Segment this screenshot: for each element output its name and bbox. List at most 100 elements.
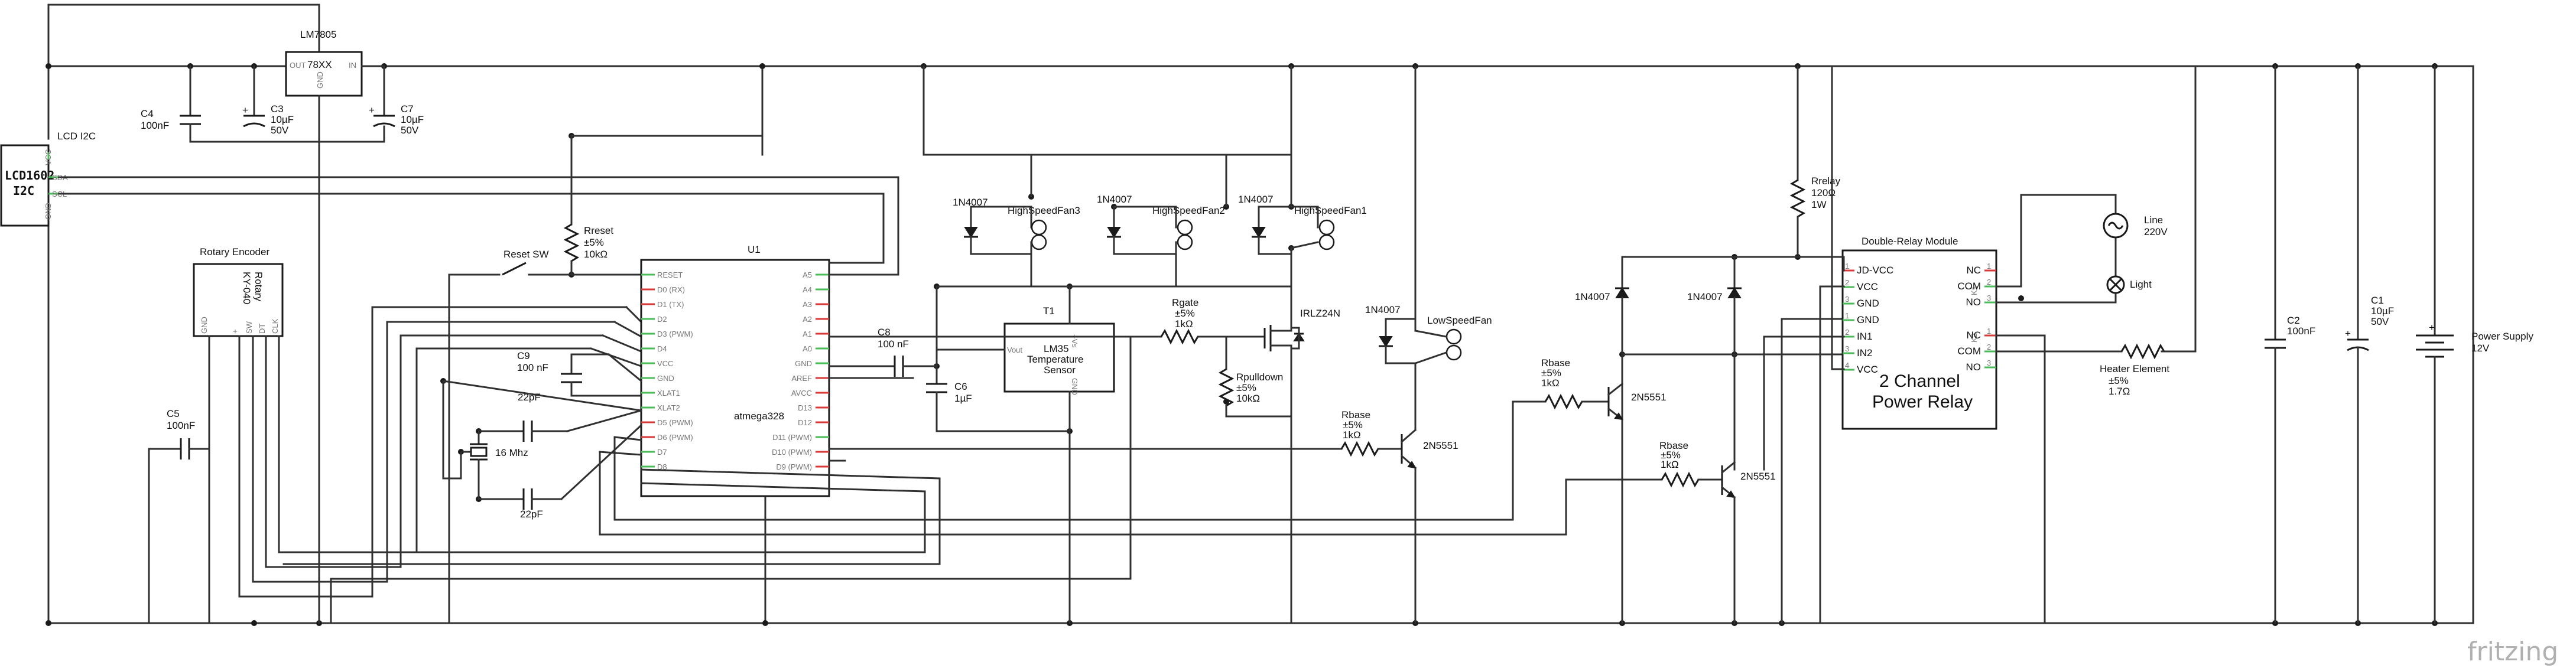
mcu-pin-left-label: D2 xyxy=(657,315,667,324)
relay-line1: 2 Channel xyxy=(1879,372,1960,391)
rbase1-tol: ±5% xyxy=(1343,419,1363,431)
mcu-name: atmega328 xyxy=(734,410,784,422)
rotary-pin-gnd: GND xyxy=(200,317,209,334)
mcu-pin-right: A3 xyxy=(803,300,829,309)
q1-name: 2N5551 xyxy=(1423,440,1458,451)
relay-pin-right-label: NO xyxy=(1966,296,1981,308)
c9-ref: C9 xyxy=(517,350,530,361)
transistor-q3: 2N5551 xyxy=(1720,353,1776,624)
relay-pin-left: 1 GND xyxy=(1843,311,1879,325)
mcu-pin-left: RESET xyxy=(641,271,683,279)
mcu-pin-right: D12 xyxy=(798,418,829,427)
mcu-pin-left-label: D1 (TX) xyxy=(657,300,684,309)
relay-pin-right-number: 2 xyxy=(1987,278,1991,286)
c8-ref: C8 xyxy=(878,327,891,338)
heater-label: Heater Element xyxy=(2100,363,2169,374)
regulator-pin-in: IN xyxy=(349,61,356,70)
regulator-pin-gnd: GND xyxy=(316,71,324,89)
relay-pin-right-label: COM xyxy=(1957,281,1981,292)
resistor-rrelay: Rrelay 120Ω 1W xyxy=(1789,65,1841,258)
mcu-pin-right-label: A4 xyxy=(803,285,812,294)
c3-voltage: 50V xyxy=(271,125,289,136)
capacitor-22pf-bottom: 22pF xyxy=(442,380,643,520)
transistor-q2: 2N5551 xyxy=(1607,353,1845,421)
relay-pin-left-number: 3 xyxy=(1845,295,1849,304)
mcu-pin-right: A1 xyxy=(803,330,829,338)
rgate-ref: Rgate xyxy=(1172,297,1198,308)
relay-pin-left-number: 1 xyxy=(1845,262,1849,271)
c7-voltage: 50V xyxy=(401,125,419,136)
rrelay-value: 120Ω xyxy=(1811,187,1836,198)
fan2-label: HighSpeedFan2 xyxy=(1152,205,1225,216)
heater-value: 1.7Ω xyxy=(2109,386,2130,397)
relay-pin-left-number: 3 xyxy=(1845,344,1849,353)
c1-ref: C1 xyxy=(2371,295,2384,306)
rpulldown-tol: ±5% xyxy=(1236,382,1256,393)
q3-name: 2N5551 xyxy=(1740,471,1776,482)
rreset-value: 10kΩ xyxy=(584,249,608,260)
mcu-pin-left: D5 (PWM) xyxy=(641,418,693,427)
mcu-pin-left: XLAT1 xyxy=(641,389,680,397)
rbase2-value: 1kΩ xyxy=(1541,377,1560,389)
mcu-pin-right: A5 xyxy=(803,271,829,279)
q2-name: 2N5551 xyxy=(1631,392,1667,403)
mcu-pin-left: D6 (PWM) xyxy=(641,433,693,442)
relay-pin-left-label: GND xyxy=(1857,314,1879,325)
fan1-label: HighSpeedFan1 xyxy=(1294,205,1367,216)
rotary-title: Rotary Encoder xyxy=(200,246,269,258)
mcu-pin-left-label: D7 xyxy=(657,448,667,457)
relay-pin-right-label: NC xyxy=(1966,330,1981,341)
rbase3-ref: Rbase xyxy=(1659,440,1688,451)
relay-pin-left-number: 2 xyxy=(1845,278,1849,287)
rreset-ref: Rreset xyxy=(584,225,613,236)
rbase2-tol: ±5% xyxy=(1541,367,1561,379)
junction-dots xyxy=(46,63,2438,626)
fan-supply-wires xyxy=(922,65,1292,288)
mcu-pin-right-label: D9 (PWM) xyxy=(776,462,812,471)
relay-pin-left-label: VCC xyxy=(1857,364,1878,375)
capacitor-c7: + C7 10µF 50V xyxy=(369,65,424,143)
rotary-pin-clk: CLK xyxy=(271,318,280,334)
transistor-q1: 2N5551 xyxy=(1400,362,1458,624)
heater-element: Heater Element ±5% 1.7Ω xyxy=(2100,343,2175,397)
diode-relay2: 1N4007 xyxy=(1687,256,1742,471)
lcd-i2c: LCD I2C LCD1602 I2C VCC SDA SCL GND xyxy=(0,131,899,276)
mcu-pin-right: D11 (PWM) xyxy=(772,433,829,442)
capacitor-c1: + C1 10µF 50V xyxy=(2345,65,2394,624)
mcu-pin-right-label: A1 xyxy=(803,330,812,338)
c3-plus-icon: + xyxy=(242,105,248,116)
c2-ref: C2 xyxy=(2287,315,2300,326)
mcu-pin-left-label: D0 (RX) xyxy=(657,285,685,294)
fanlow-diode: 1N4007 xyxy=(1365,304,1401,315)
fan-header-highspeed2: 1N4007 HighSpeedFan2 xyxy=(1097,194,1225,255)
mcu-pin-right-label: A5 xyxy=(803,271,812,279)
rotary-pin-dt: DT xyxy=(258,324,267,334)
relay-pin-right: 3NO xyxy=(1966,294,1996,308)
relay-pin-right: 3NO xyxy=(1966,359,1996,373)
mcu-pin-right-label: D13 xyxy=(798,403,812,412)
relay-pin-left-label: IN1 xyxy=(1857,331,1872,342)
mcu-pin-right: GND xyxy=(795,359,829,368)
relay-pin-left-number: 1 xyxy=(1845,311,1849,320)
relay-pin-right-number: 3 xyxy=(1987,359,1991,367)
mcu-pin-left: D7 xyxy=(641,448,667,457)
fritzing-logo: fritzing xyxy=(2467,637,2558,667)
mcu-pin-right: D10 (PWM) xyxy=(772,448,829,457)
c5-value: 100nF xyxy=(167,420,195,431)
mcu-pin-right-label: AVCC xyxy=(791,389,812,397)
mcu-pin-right-label: A2 xyxy=(803,315,812,324)
relay-module: Double-Relay Module 2 Channel Power Rela… xyxy=(1841,236,1997,430)
t1-line1: LM35 xyxy=(1044,343,1069,354)
capacitor-22pf-top: 22pF xyxy=(477,392,642,442)
reset-circuit: Rreset ±5% 10kΩ Reset SW xyxy=(448,135,764,624)
c6-ref: C6 xyxy=(954,381,967,392)
rotary-chip-line2: KY-040 xyxy=(241,272,252,304)
c22b-value: 22pF xyxy=(520,509,543,520)
rbase3-value: 1kΩ xyxy=(1661,459,1679,470)
c4-value: 100nF xyxy=(141,120,169,131)
mcu-pin-left-label: VCC xyxy=(657,359,673,368)
fan3-diode: 1N4007 xyxy=(953,197,988,208)
